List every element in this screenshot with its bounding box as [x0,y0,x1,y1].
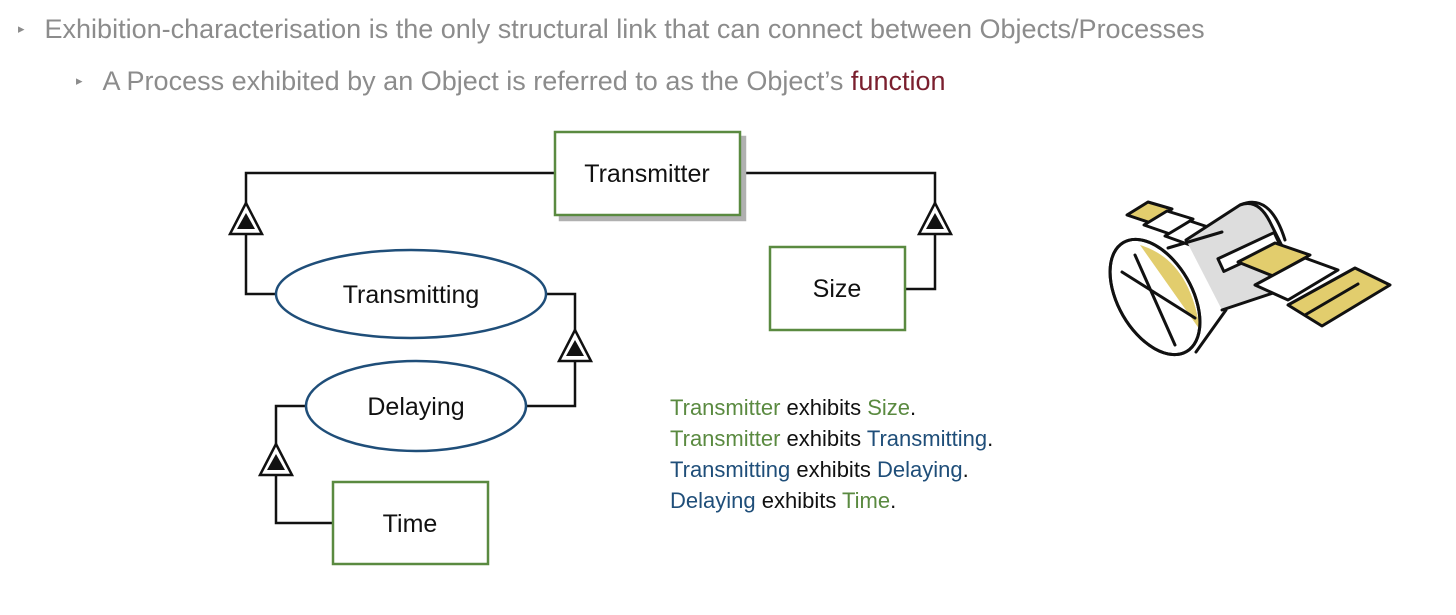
statement-verb: exhibits [790,457,878,482]
object-size: Size [768,245,907,332]
statement-verb: exhibits [780,426,867,451]
statement-end: . [987,426,994,451]
bullet-level1-text: Exhibition-characterisation is the only … [44,14,1205,44]
statement-object: Time [842,488,891,513]
statement-subject: Transmitter [670,395,781,420]
opl-statements: Transmitter exhibits Size. Transmitter e… [670,392,993,516]
link-transmitter-size-top [740,171,937,205]
exhibition-triangle-icon [257,441,295,477]
statement-object: Size [867,395,911,420]
link-delaying-time-bottom [274,476,333,525]
object-transmitter: Transmitter [553,130,742,217]
statement-end: . [962,457,969,482]
link-transmitting-delaying-top [546,292,577,332]
bullet-level1: ▸ Exhibition-characterisation is the onl… [18,14,1205,45]
process-transmitting: Transmitting [274,248,548,340]
process-transmitting-label: Transmitting [343,281,480,309]
link-delaying-time-top [274,404,306,446]
statement-3: Transmitting exhibits Delaying. [670,454,993,485]
link-transmitter-size-bottom [905,233,937,291]
exhibition-triangle-icon [916,200,954,236]
statement-4: Delaying exhibits Time. [670,485,993,516]
statement-end: . [910,395,917,420]
statement-verb: exhibits [780,395,868,420]
process-delaying: Delaying [304,359,528,453]
object-time: Time [331,480,490,566]
function-term: function [850,66,946,96]
statement-1: Transmitter exhibits Size. [670,392,993,423]
link-transmitter-transmitting-bottom [244,233,276,296]
exhibition-triangle-icon [556,327,594,363]
statement-verb: exhibits [755,488,843,513]
triangle-bullet-icon: ▸ [18,20,25,36]
process-delaying-label: Delaying [367,393,464,421]
satellite-icon [1108,200,1392,357]
object-size-label: Size [813,275,862,303]
statement-subject: Transmitting [670,457,791,482]
object-time-label: Time [383,510,438,538]
object-transmitter-label: Transmitter [584,160,709,188]
statement-2: Transmitter exhibits Transmitting. [670,423,993,454]
exhibition-triangle-icon [227,200,265,236]
link-transmitter-transmitting-top [244,171,555,205]
bullet-level2-text: A Process exhibited by an Object is refe… [102,66,851,96]
statement-subject: Transmitter [670,426,781,451]
statement-object: Delaying [877,457,963,482]
statement-subject: Delaying [670,488,756,513]
statement-end: . [890,488,897,513]
link-transmitting-delaying-bottom [526,361,577,408]
statement-object: Transmitting [866,426,988,451]
exhibition-links [244,171,937,525]
bullet-level2: ▸ A Process exhibited by an Object is re… [76,66,946,97]
triangle-bullet-icon: ▸ [76,72,83,88]
